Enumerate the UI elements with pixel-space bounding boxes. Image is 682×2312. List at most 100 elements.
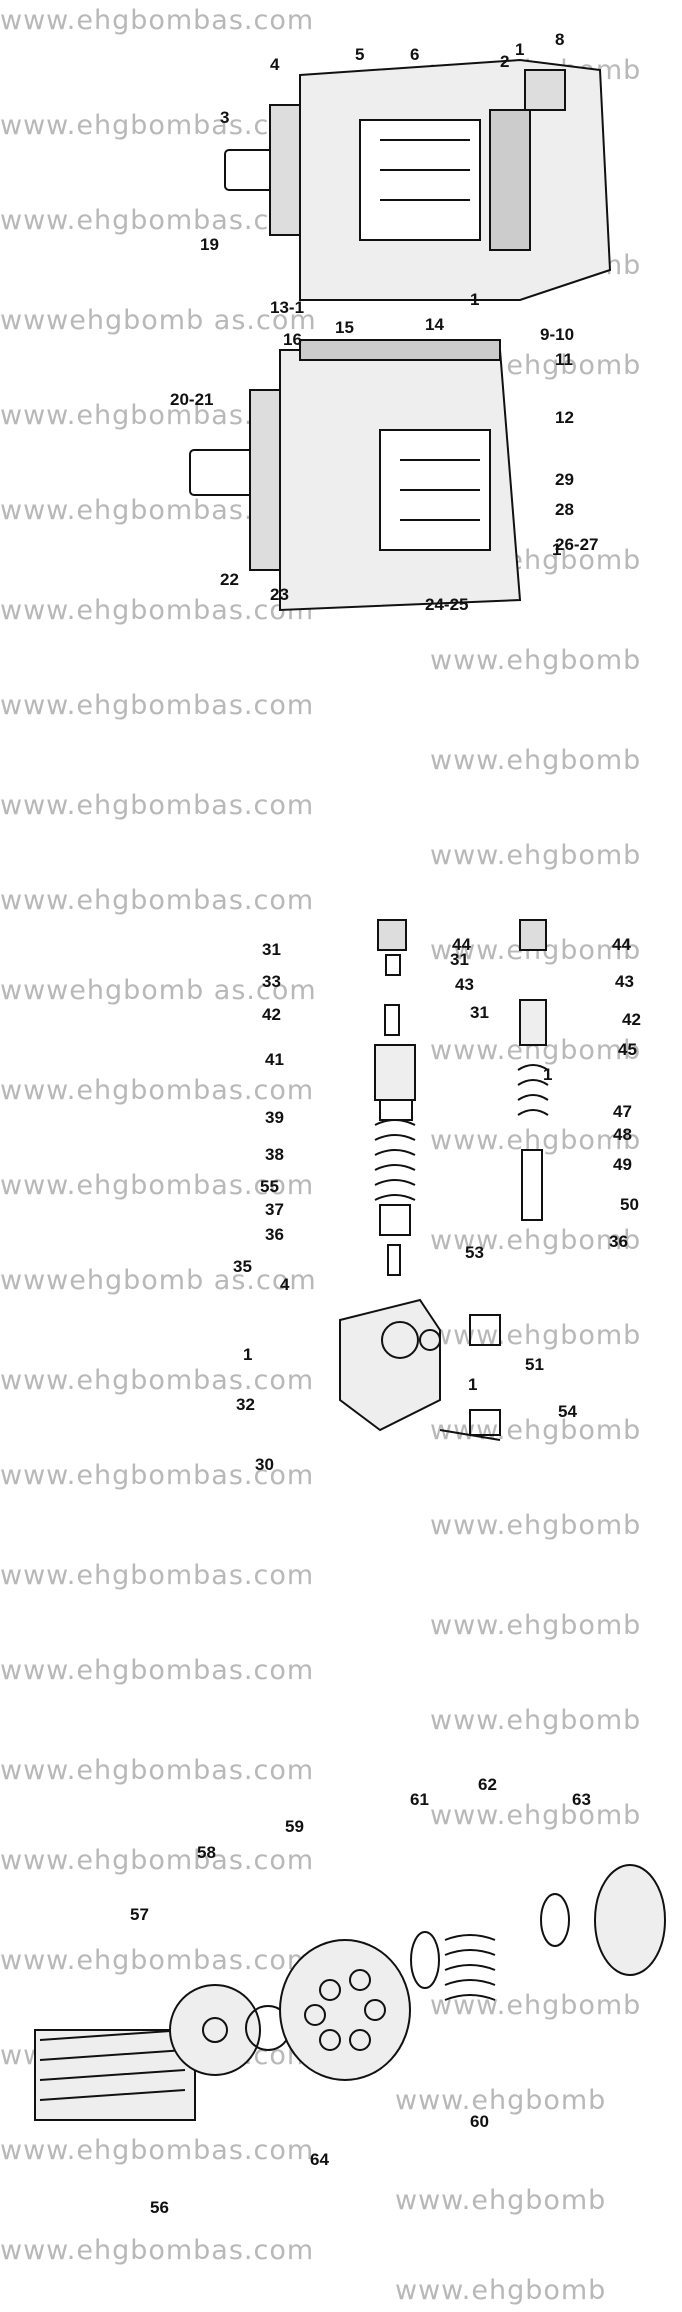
callout-label: 55 xyxy=(260,1177,279,1196)
callout-label: 1 xyxy=(515,40,525,59)
watermark-text: www.ehgbomb xyxy=(430,1510,642,1541)
callout-label: 43 xyxy=(615,972,634,991)
callout-label: 6 xyxy=(410,45,420,64)
callout-label: 31 xyxy=(450,950,469,969)
watermark-text: www.ehgbombas.com xyxy=(0,595,315,626)
callout-label: 2 xyxy=(500,52,510,71)
callout-label: 30 xyxy=(255,1455,274,1474)
watermark-text: www.ehgbombas.com xyxy=(0,790,315,821)
watermark-text: www.ehgbomb xyxy=(395,2085,607,2116)
watermark-text: www.ehgbombas.com xyxy=(0,2235,315,2266)
callout-label: 1 xyxy=(543,1065,553,1084)
callout-label: 1 xyxy=(468,1375,478,1394)
watermark-text: www.ehgbombas.com xyxy=(0,205,315,236)
callout-label: 5 xyxy=(355,45,365,64)
callout-label: 19 xyxy=(200,235,219,254)
callout-label: 37 xyxy=(265,1200,284,1219)
callout-label: 12 xyxy=(555,408,574,427)
callout-label: 64 xyxy=(310,2150,329,2169)
callout-label: 4 xyxy=(270,55,280,74)
pump-cross-section-top xyxy=(224,58,612,301)
callout-label: 15 xyxy=(335,318,354,337)
callout-label: 57 xyxy=(130,1905,149,1924)
pump-cross-section-second xyxy=(189,339,522,612)
watermark-text: www.ehgbomb xyxy=(430,840,642,871)
callout-label: 33 xyxy=(262,972,281,991)
watermark-text: www.ehgbombas.com xyxy=(0,1655,315,1686)
callout-label: 53 xyxy=(465,1243,484,1262)
callout-label: 58 xyxy=(197,1843,216,1862)
callout-label: 31 xyxy=(470,1003,489,1022)
callout-label: 49 xyxy=(613,1155,632,1174)
callout-label: 42 xyxy=(622,1010,641,1029)
callout-label: 26-27 xyxy=(555,535,599,554)
callout-label: 13-1 xyxy=(270,298,305,317)
watermark-text: www.ehgbombas.com xyxy=(0,2135,315,2166)
callout-label: 62 xyxy=(478,1775,497,1794)
callout-label: 9-10 xyxy=(540,325,575,344)
callout-label: 24-25 xyxy=(425,595,469,614)
watermark-text: www.ehgbombas.com xyxy=(0,1560,315,1591)
callout-label: 39 xyxy=(265,1108,284,1127)
watermark-text: www.ehgbombas.com xyxy=(0,1945,315,1976)
watermark-text: www.ehgbombas.com xyxy=(0,690,315,721)
callout-label: 45 xyxy=(618,1040,637,1059)
callout-label: 36 xyxy=(609,1232,628,1251)
callout-label: 31 xyxy=(262,940,281,959)
watermark-text: www.ehgbombas.com xyxy=(0,1365,315,1396)
callout-label: 16 xyxy=(283,330,302,349)
callout-label: 47 xyxy=(613,1102,632,1121)
callout-label: 54 xyxy=(558,1402,577,1421)
callout-label: 42 xyxy=(262,1005,281,1024)
watermark-text: www.ehgbomb xyxy=(430,1800,642,1831)
callout-label: 60 xyxy=(470,2112,489,2131)
callout-label: 4 xyxy=(280,1275,290,1294)
callout-label: 14 xyxy=(425,315,444,334)
callout-label: 3 xyxy=(220,108,230,127)
watermark-text: www.ehgbombas.com xyxy=(0,110,315,141)
callout-label: 28 xyxy=(555,500,574,519)
rotating-group xyxy=(34,1864,666,2121)
callout-label: 48 xyxy=(613,1125,632,1144)
callout-label: 59 xyxy=(285,1817,304,1836)
callout-label: 23 xyxy=(270,585,289,604)
callout-label: 29 xyxy=(555,470,574,489)
callout-label: 44 xyxy=(612,935,631,954)
callout-label: 63 xyxy=(572,1790,591,1809)
valve-assembly xyxy=(339,919,549,1441)
watermark-text: wwwehgbomb as.com xyxy=(0,975,317,1006)
watermark-text: www.ehgbomb xyxy=(430,1225,642,1256)
watermark-text: www.ehgbomb xyxy=(430,745,642,776)
watermark-text: www.ehgbomb xyxy=(430,1705,642,1736)
watermark-text: www.ehgbomb xyxy=(430,1320,642,1351)
callout-label: 1 xyxy=(552,540,562,559)
watermark-text: www.ehgbombas.com xyxy=(0,1845,315,1876)
watermark-text: www.ehgbombas.com xyxy=(0,1755,315,1786)
watermark-text: www.ehgbombas.com xyxy=(0,885,315,916)
watermark-text: www.ehgbombas.com xyxy=(0,5,315,36)
callout-label: 43 xyxy=(455,975,474,994)
callout-label: 35 xyxy=(233,1257,252,1276)
callout-label: 22 xyxy=(220,570,239,589)
callout-label: 32 xyxy=(236,1395,255,1414)
callout-label: 44 xyxy=(452,935,471,954)
callout-label: 20-21 xyxy=(170,390,214,409)
watermark-text: www.ehgbomb xyxy=(395,2185,607,2216)
watermark-text: www.ehgbombas.com xyxy=(0,1170,315,1201)
callout-label: 56 xyxy=(150,2198,169,2217)
callout-label: 41 xyxy=(265,1050,284,1069)
watermark-text: www.ehgbombas.com xyxy=(0,1075,315,1106)
callout-label: 1 xyxy=(470,290,480,309)
watermark-text: www.ehgbombas.com xyxy=(0,1460,315,1491)
callout-label: 36 xyxy=(265,1225,284,1244)
watermark-text: www.ehgbomb xyxy=(430,1610,642,1641)
watermark-text: www.ehgbomb xyxy=(395,2275,607,2306)
watermark-text: wwwehgbomb as.com xyxy=(0,305,317,336)
watermark-text: wwwehgbomb as.com xyxy=(0,1265,317,1296)
callout-label: 8 xyxy=(555,30,565,49)
callout-label: 51 xyxy=(525,1355,544,1374)
callout-label: 1 xyxy=(243,1345,253,1364)
callout-label: 61 xyxy=(410,1790,429,1809)
watermark-text: www.ehgbomb xyxy=(430,645,642,676)
